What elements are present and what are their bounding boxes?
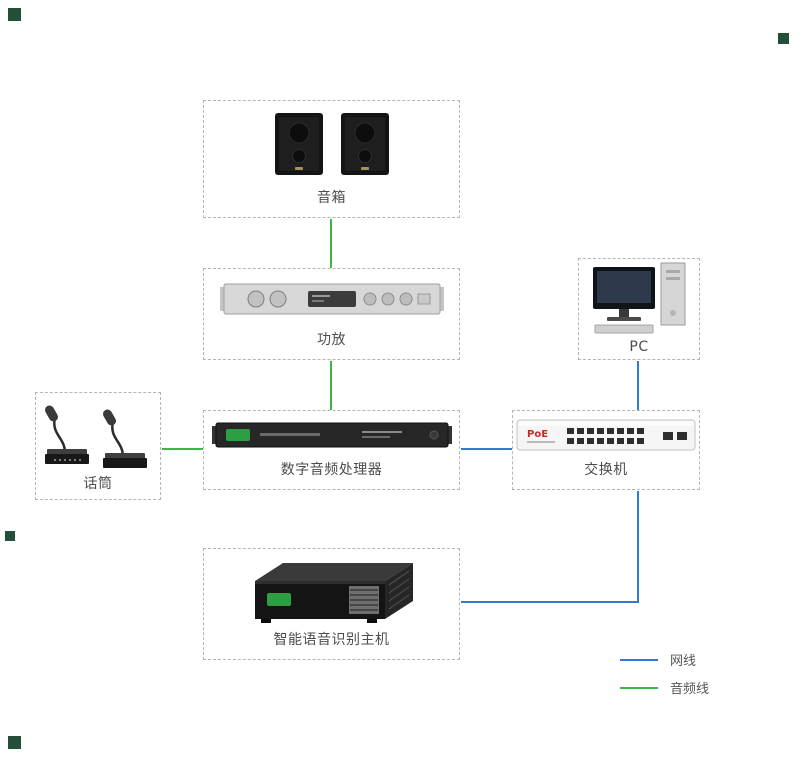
node-label-processor: 数字音频处理器 [280,462,383,478]
node-amplifier: 功放 [203,268,460,360]
network-line-switch-host-vertical [637,491,639,603]
audio-line-swatch [620,686,658,689]
corner-mark [8,736,21,749]
poe-badge: PoE [527,429,548,440]
corner-mark [778,33,789,44]
node-switch: PoE 交换机 [512,410,700,490]
node-label-speakers: 音箱 [317,190,346,206]
host-device [204,549,459,629]
node-speakers: 音箱 [203,100,460,218]
audio-line-speakers-amplifier [330,219,332,268]
speakers-device [204,101,459,187]
network-line-processor-switch [461,448,512,450]
processor-device [204,411,459,459]
legend-item-audio: 音频线 [620,680,710,697]
speakers-icon [274,112,389,176]
legend: 网线 音频线 [620,652,710,697]
node-host: 智能语音识别主机 [203,548,460,660]
host-icon [254,563,413,623]
processor-icon [211,422,452,448]
node-label-microphones: 话筒 [83,476,113,492]
switch-icon: PoE [516,419,696,451]
corner-mark [8,8,21,21]
amplifier-icon [219,283,444,315]
network-line-swatch [620,658,658,661]
node-microphones: 话筒 [35,392,161,500]
legend-label-audio: 音频线 [670,682,710,697]
node-processor: 数字音频处理器 [203,410,460,490]
corner-mark [5,531,15,541]
node-label-pc: PC [629,339,649,355]
audio-line-microphones-processor [162,448,203,450]
legend-item-network: 网线 [620,652,709,669]
node-label-switch: 交换机 [584,462,628,478]
audio-line-amplifier-processor [330,361,332,410]
pc-device [579,259,699,339]
node-pc: PC [578,258,700,360]
node-label-amplifier: 功放 [317,332,346,348]
amplifier-device [204,269,459,329]
microphones-icon [42,402,149,470]
network-line-switch-host-horizontal [461,601,639,603]
switch-device: PoE [513,411,699,459]
legend-label-network: 网线 [670,654,697,669]
network-line-pc-switch [637,361,639,410]
node-label-host: 智能语音识别主机 [273,632,390,648]
microphones-device [36,393,160,473]
pc-icon [593,262,686,334]
